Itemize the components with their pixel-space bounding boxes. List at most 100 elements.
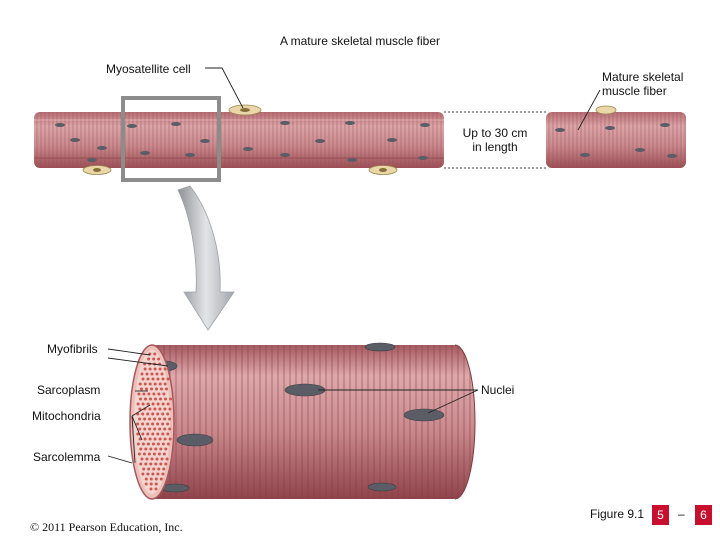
- myofibril-dot: [145, 387, 148, 391]
- myofibril-dot: [147, 357, 151, 361]
- myofibril-dot: [154, 477, 158, 481]
- myofibril-dot: [156, 402, 160, 406]
- myofibril-dot: [148, 382, 152, 386]
- myofibril-dot: [153, 417, 157, 421]
- myofibril-dot: [146, 472, 150, 476]
- myofibril-dot: [140, 372, 144, 376]
- myofibril-dot: [161, 377, 165, 381]
- myofibril-dot: [158, 407, 162, 411]
- myofibril-dot: [160, 372, 164, 376]
- myofibril-dot: [155, 372, 159, 376]
- myofibril-dot: [164, 462, 168, 466]
- myofibril-dot: [160, 457, 164, 461]
- myofibril-dot: [162, 452, 166, 456]
- myofibril-dot: [161, 442, 165, 446]
- myofibril-dot: [149, 462, 153, 466]
- myofibril-dot: [166, 422, 170, 426]
- label-sarcoplasm: Sarcoplasm: [37, 383, 101, 397]
- myofibril-dot: [153, 407, 157, 411]
- myofibril-dot: [156, 442, 160, 446]
- myofibril-dot: [161, 432, 165, 436]
- myofibril-dot: [159, 477, 163, 481]
- myofibril-dot: [146, 442, 150, 446]
- myofibril-dot: [149, 447, 153, 451]
- myofibril-dot: [147, 452, 151, 456]
- myofibril-dot: [161, 402, 165, 406]
- myofibril-dot: [146, 402, 150, 406]
- magnification-arrow: [177, 185, 235, 331]
- myofibril-dot: [148, 417, 152, 421]
- myofibril-dot: [144, 447, 148, 451]
- muscle-fiber-cylinder: [152, 344, 476, 500]
- myofibril-dot: [136, 432, 140, 436]
- myofibril-dot: [136, 402, 140, 406]
- myofibril-dot: [161, 422, 165, 426]
- myofibril-dot: [153, 427, 157, 431]
- myofibril-dot: [158, 427, 162, 431]
- leader-lines: [107, 67, 601, 464]
- top-fiber-nuclei: [55, 121, 677, 162]
- length-gap-dashes: [444, 111, 546, 169]
- myofibril-dot: [156, 472, 160, 476]
- myofibril-dot: [157, 357, 161, 361]
- myofibril-dot: [166, 432, 170, 436]
- myofibril-dot: [136, 442, 140, 446]
- myofibril-dot: [143, 382, 147, 386]
- myofibril-dot: [138, 382, 142, 386]
- myofibril-dot: [147, 467, 151, 471]
- copyright: © 2011 Pearson Education, Inc.: [30, 520, 183, 534]
- myofibril-dot: [162, 467, 166, 471]
- myofibril-dot: [153, 382, 157, 386]
- myofibril-dot: [154, 462, 158, 466]
- myofibril-dot: [146, 422, 150, 426]
- myofibril-dot: [163, 417, 167, 421]
- myofibril-dot: [169, 397, 172, 401]
- page-end-badge: 6: [695, 505, 712, 525]
- myofibril-dot: [138, 407, 142, 411]
- label-myofibrils: Myofibrils: [47, 342, 98, 356]
- myofibril-dot: [156, 432, 160, 436]
- label-mature-fiber-line1: Mature skeletal: [602, 70, 684, 84]
- myofibril-dot: [142, 452, 146, 456]
- myofibril-dot: [149, 397, 152, 401]
- label-nuclei: Nuclei: [481, 383, 515, 397]
- myofibril-dot: [151, 377, 155, 381]
- myofibril-dot: [151, 442, 155, 446]
- myofibril-dot: [159, 397, 162, 401]
- figure-number: Figure 9.1: [590, 507, 645, 521]
- myofibril-dot: [148, 367, 152, 371]
- myofibril-dot: [143, 367, 147, 371]
- myofibril-dot: [159, 447, 163, 451]
- diagram-title: A mature skeletal muscle fiber: [279, 34, 441, 48]
- myofibril-dot: [157, 392, 161, 396]
- myofibril-dot: [158, 367, 162, 371]
- myofibril-dot: [145, 372, 149, 376]
- myofibril-dot: [162, 392, 166, 396]
- myofibril-dot: [139, 397, 142, 401]
- myofibril-dot: [157, 467, 161, 471]
- top-muscle-fiber-right: [546, 112, 686, 168]
- myofibril-dot: [168, 427, 172, 431]
- myofibril-dot: [144, 397, 147, 401]
- label-length-line1: Up to 30 cm: [462, 126, 528, 140]
- myofibril-dot: [154, 482, 158, 486]
- myofibril-dot: [141, 377, 145, 381]
- myofibril-dot: [151, 412, 155, 416]
- myofibril-dot: [148, 427, 152, 431]
- myofibril-dot: [148, 407, 152, 411]
- myofibril-dot: [146, 412, 150, 416]
- myofibril-dot: [164, 397, 167, 401]
- myofibril-dot: [154, 397, 157, 401]
- myofibril-dot: [140, 457, 144, 461]
- myofibril-dot: [155, 457, 159, 461]
- myofibril-dot: [156, 422, 160, 426]
- magnification-box: [121, 96, 221, 182]
- myofibril-dot: [138, 427, 142, 431]
- myofibril-dot: [154, 487, 158, 491]
- myofibril-dot: [163, 367, 167, 371]
- myofibril-dot: [153, 352, 157, 356]
- myofibril-dot: [158, 437, 162, 441]
- myofibril-dot: [166, 377, 170, 381]
- label-sarcolemma: Sarcolemma: [33, 450, 101, 464]
